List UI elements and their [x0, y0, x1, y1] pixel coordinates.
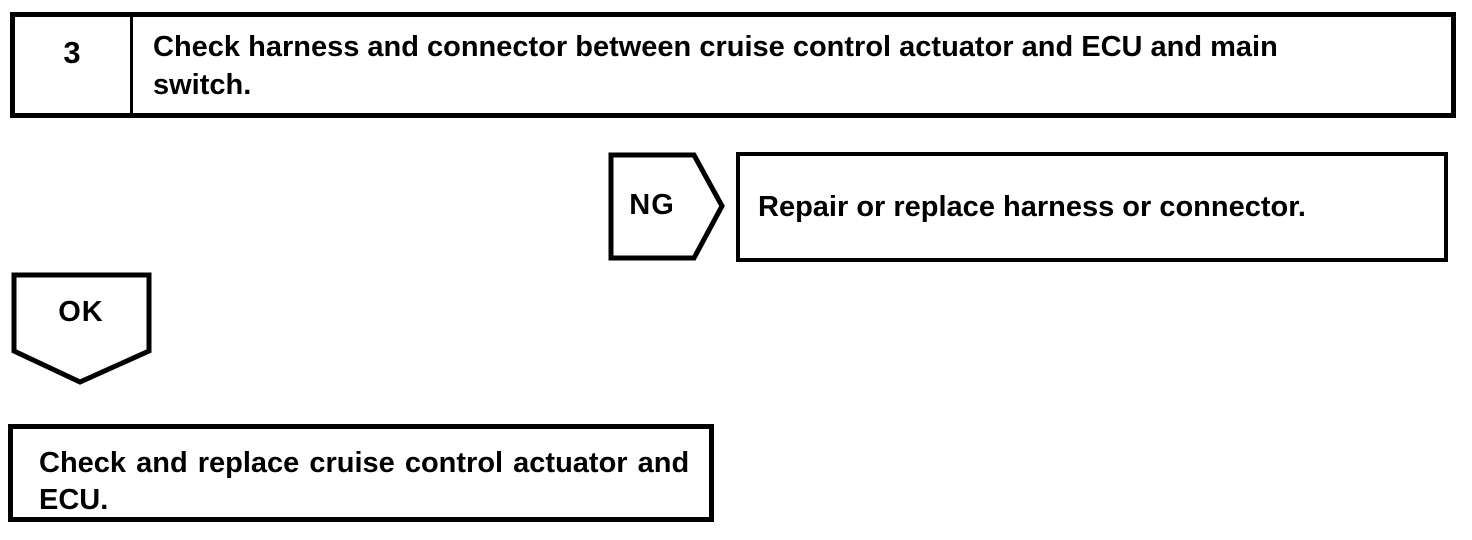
- ng-action-text: Repair or replace harness or connector.: [758, 190, 1306, 223]
- ok-label: OK: [58, 295, 104, 328]
- ok-action-box: Check and replace cruise control actuato…: [8, 424, 714, 522]
- ng-action-box: Repair or replace harness or connector.: [736, 152, 1448, 262]
- ng-connector: NG: [608, 152, 726, 262]
- ok-pentagon-icon: [11, 272, 152, 385]
- step-instruction-cell: Check harness and connector between crui…: [133, 17, 1451, 113]
- ng-pentagon-icon: [608, 152, 725, 261]
- ng-label: NG: [629, 188, 675, 221]
- step-instruction: Check harness and connector between crui…: [153, 31, 1278, 101]
- step-number: 3: [15, 17, 133, 113]
- step-box: 3 Check harness and connector between cr…: [10, 12, 1456, 118]
- ok-action-text: Check and replace cruise control actuato…: [39, 447, 690, 516]
- ok-connector: OK: [11, 272, 153, 385]
